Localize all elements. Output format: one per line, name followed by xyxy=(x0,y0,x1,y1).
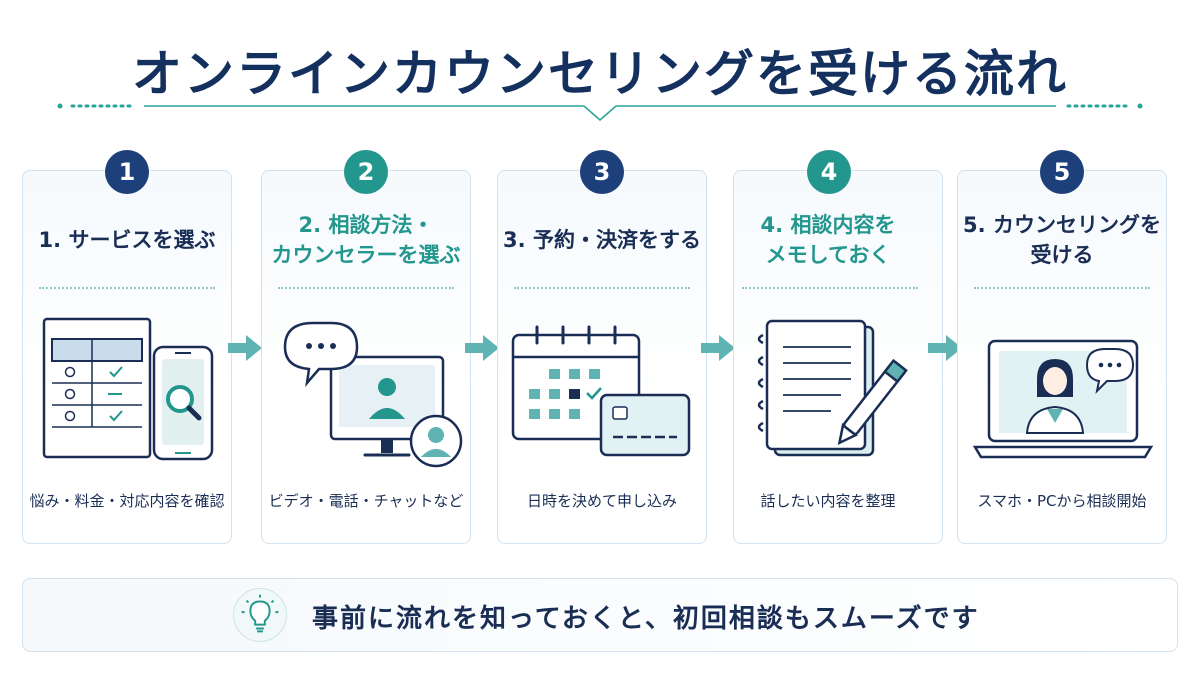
step-caption-1: 悩み・料金・対応内容を確認 xyxy=(29,492,225,510)
step-caption-5: スマホ・PCから相談開始 xyxy=(977,492,1147,510)
step-number-badge-5: 5 xyxy=(1040,150,1084,194)
step-number-badge-1: 1 xyxy=(105,150,149,194)
notebook-and-pen-icon xyxy=(757,319,908,457)
tip-banner xyxy=(22,578,1178,652)
step-divider-1 xyxy=(39,287,215,289)
step-number-badge-3: 3 xyxy=(580,150,624,194)
arrow-right-icon xyxy=(928,335,962,361)
arrow-right-icon xyxy=(228,335,262,361)
laptop-video-call-icon xyxy=(972,339,1154,459)
arrow-right-icon xyxy=(701,335,735,361)
step-title-4: 4. 相談内容を メモしておく xyxy=(760,213,896,267)
calendar-and-credit-card-icon xyxy=(511,325,691,457)
step-divider-3 xyxy=(514,287,690,289)
step-divider-4 xyxy=(742,287,918,289)
step-caption-2: ビデオ・電話・チャットなど xyxy=(268,492,464,510)
step-divider-5 xyxy=(974,287,1150,289)
monitor-chat-user-icon xyxy=(283,321,463,468)
step-caption-4: 話したい内容を整理 xyxy=(760,492,896,510)
step-title-1: 1. サービスを選ぶ xyxy=(38,228,216,252)
step-divider-2 xyxy=(278,287,454,289)
title-divider xyxy=(57,103,1143,121)
step-number-badge-4: 4 xyxy=(807,150,851,194)
checklist-and-smartphone-search-icon xyxy=(42,317,214,461)
step-title-3: 3. 予約・決済をする xyxy=(503,228,701,252)
page-title: オンラインカウンセリングを受ける流れ xyxy=(132,45,1068,103)
step-title-2: 2. 相談方法・ カウンセラーを選ぶ xyxy=(271,213,461,267)
step-caption-3: 日時を決めて申し込み xyxy=(526,492,677,510)
lightbulb-icon xyxy=(233,588,287,642)
arrow-right-icon xyxy=(465,335,499,361)
step-title-5: 5. カウンセリングを 受ける xyxy=(963,213,1161,267)
tip-text: 事前に流れを知っておくと、初回相談もスムーズです xyxy=(312,604,980,634)
step-number-badge-2: 2 xyxy=(344,150,388,194)
